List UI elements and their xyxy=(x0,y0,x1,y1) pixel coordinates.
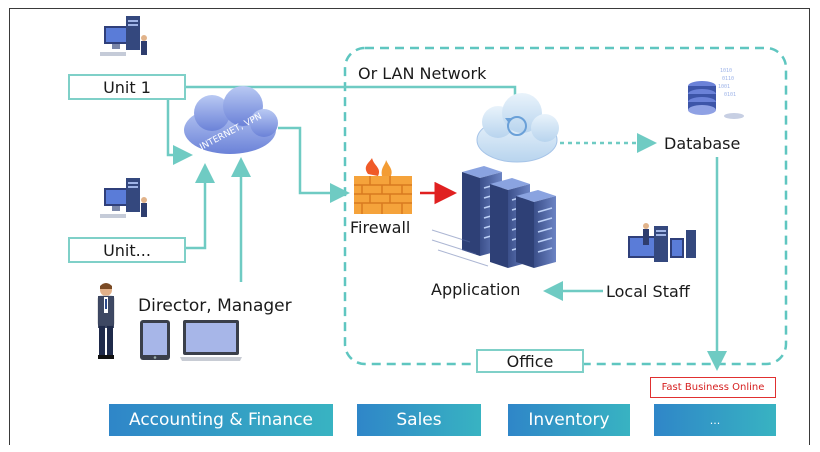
lan-label: Or LAN Network xyxy=(358,64,487,83)
diagram-frame xyxy=(9,8,810,445)
firewall-icon xyxy=(354,158,412,214)
laptop-icon xyxy=(180,320,242,361)
connector-unit-vpn xyxy=(186,163,215,250)
director-label: Director, Manager xyxy=(138,296,292,316)
cloud-vpn-icon xyxy=(184,86,278,154)
module-accounting: Accounting & Finance xyxy=(109,404,333,436)
application-label: Application xyxy=(431,280,521,299)
firewall-label: Firewall xyxy=(350,218,411,237)
server-rack-icon xyxy=(431,166,556,268)
cloud-sync-icon xyxy=(476,93,559,163)
unit1-box: Unit 1 xyxy=(68,74,186,100)
workstation-icon-staff xyxy=(628,223,696,262)
tablet-icon xyxy=(140,320,170,360)
unit-more-box: Unit... xyxy=(68,237,186,263)
module-more: ... xyxy=(654,404,776,436)
svg-text:0110: 0110 xyxy=(722,76,734,82)
module-inventory: Inventory xyxy=(508,404,630,436)
local-staff-label: Local Staff xyxy=(606,282,690,301)
office-boundary xyxy=(343,46,788,366)
connector-unit1-vpn xyxy=(166,90,193,165)
workstation-icon xyxy=(100,16,147,56)
svg-text:0101: 0101 xyxy=(724,92,736,98)
person-icon xyxy=(97,283,115,359)
connector-vpn-firewall xyxy=(278,126,350,203)
svg-text:1010: 1010 xyxy=(720,68,732,74)
module-sales: Sales xyxy=(357,404,481,436)
connectors xyxy=(166,85,727,371)
fast-business-badge: Fast Business Online xyxy=(650,377,776,398)
database-icon: 1010 0110 1001 0101 xyxy=(688,68,744,119)
database-label: Database xyxy=(664,134,741,153)
workstation-icon-2 xyxy=(100,178,147,218)
svg-text:1001: 1001 xyxy=(718,84,730,90)
office-label: Office xyxy=(476,349,584,373)
